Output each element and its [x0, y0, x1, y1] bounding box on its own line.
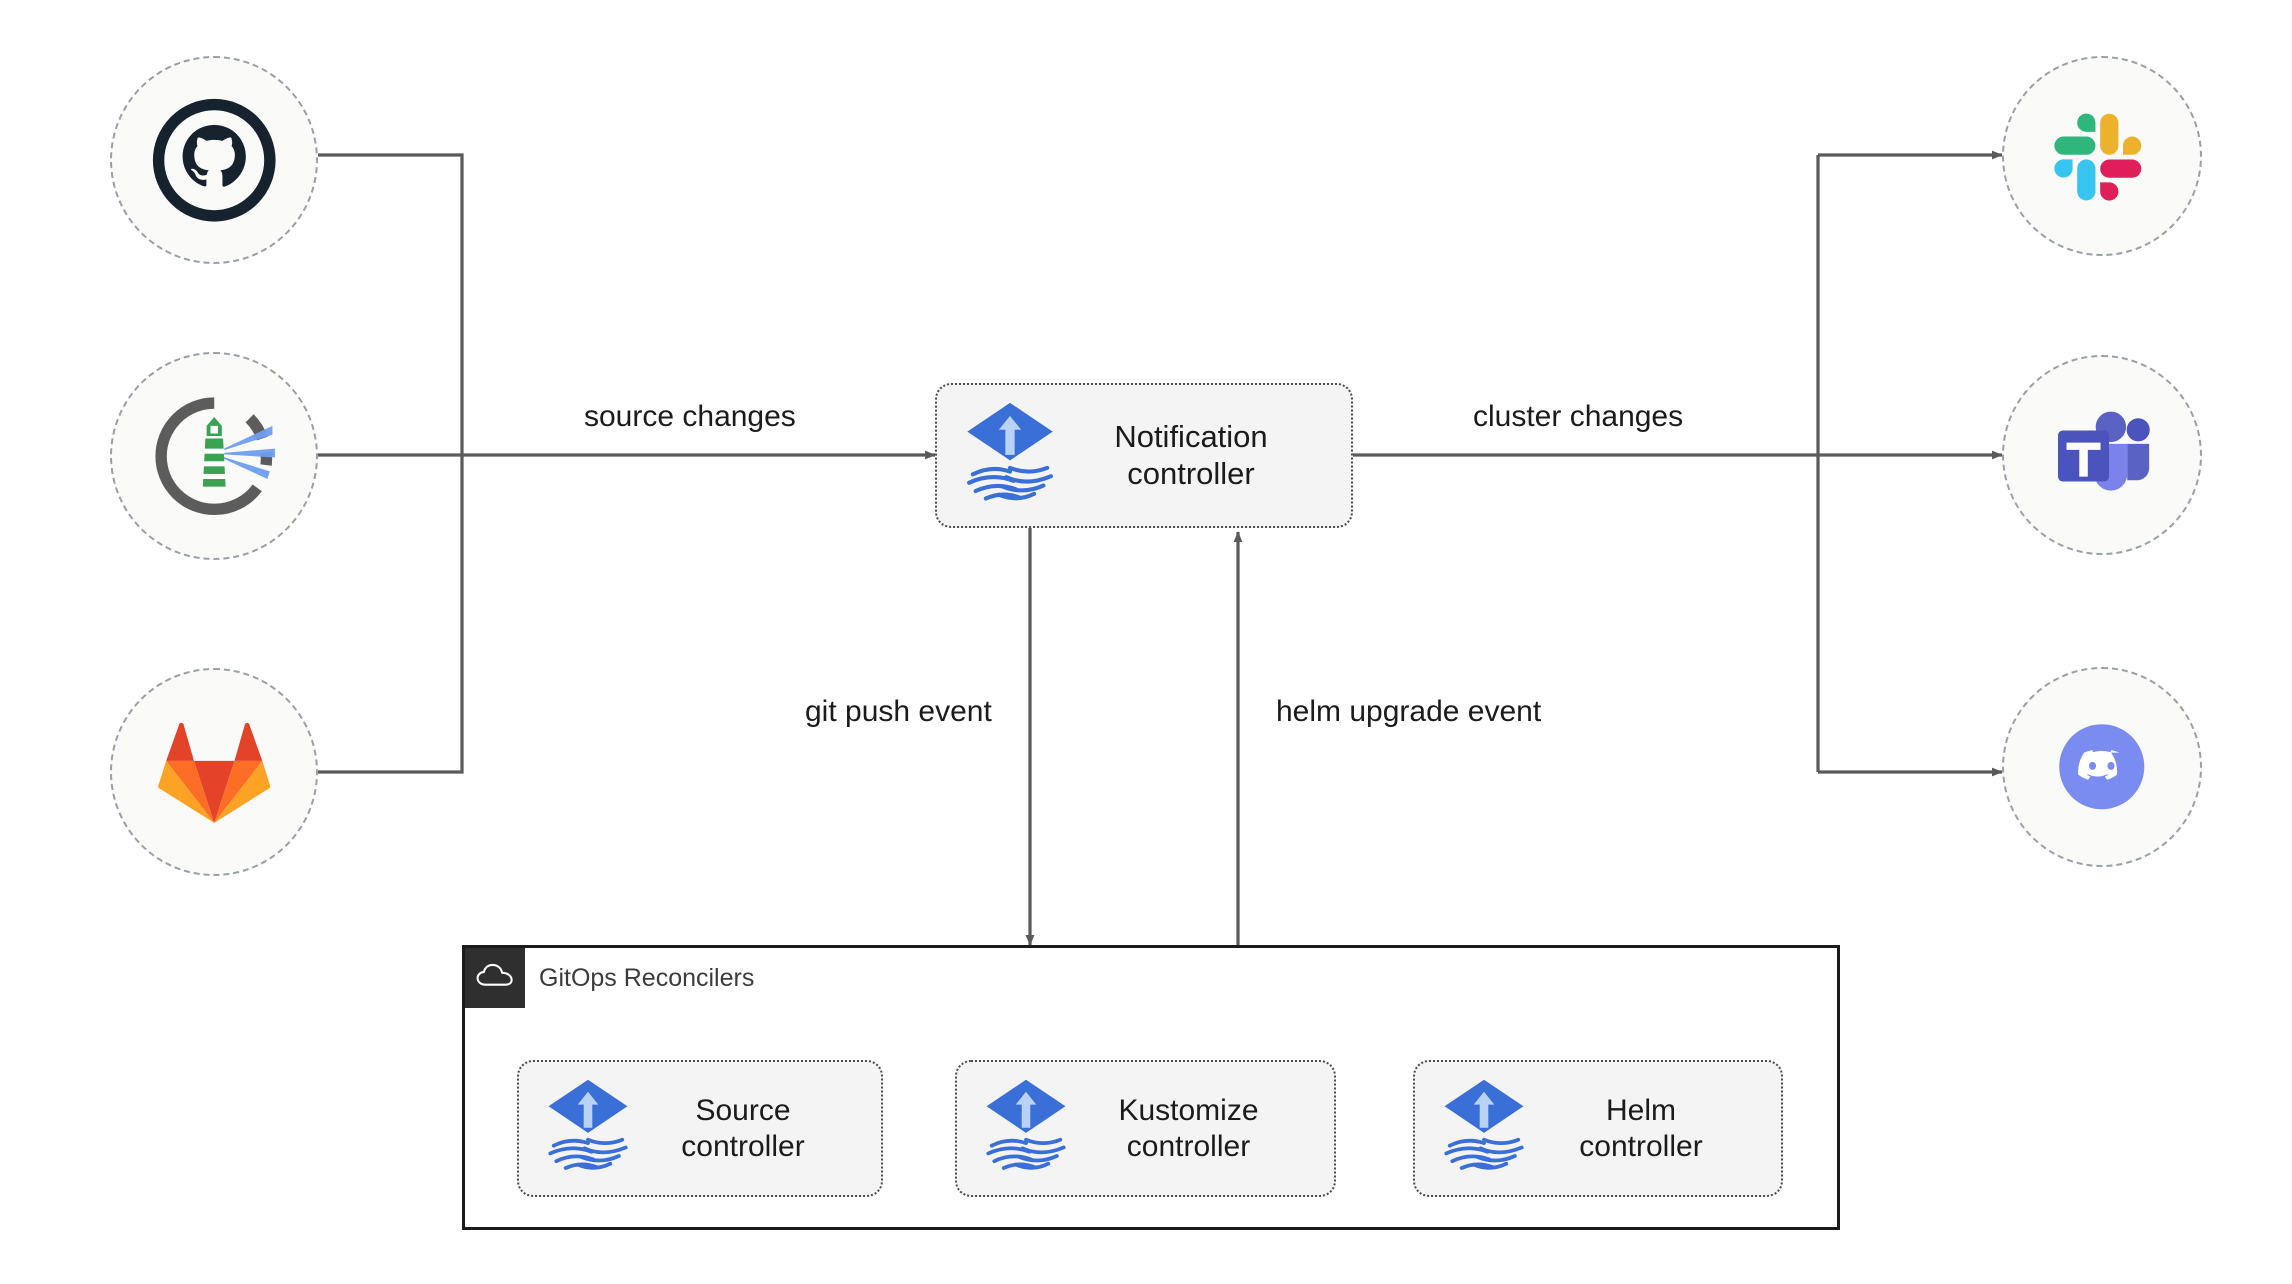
flux-logo-icon [983, 1078, 1069, 1179]
wire-github-to-bus [318, 153, 464, 455]
flux-logo-icon [545, 1078, 631, 1179]
source-node-gitlab[interactable] [110, 668, 318, 876]
destination-node-slack[interactable] [2002, 56, 2202, 256]
notification-controller-node[interactable]: Notification controller [935, 383, 1353, 528]
slack-icon [2041, 95, 2163, 217]
edge-label-source-changes: source changes [584, 400, 796, 433]
kustomize-controller-node[interactable]: Kustomize controller [955, 1060, 1336, 1197]
source-node-flux[interactable] [110, 352, 318, 560]
kustomize-controller-label: Kustomize controller [1118, 1094, 1259, 1163]
edge-label-helm-upgrade-event: helm upgrade event [1276, 695, 1542, 728]
container-title: GitOps Reconcilers [539, 964, 755, 992]
helm-controller-label: Helm controller [1579, 1094, 1703, 1163]
edge-label-git-push-event: git push event [805, 695, 992, 728]
github-icon [151, 97, 277, 223]
gitops-reconcilers-container: GitOps Reconcilers [462, 945, 1840, 1230]
gitlab-icon [151, 709, 277, 835]
destination-node-teams[interactable] [2002, 355, 2202, 555]
destination-node-discord[interactable] [2002, 667, 2202, 867]
helm-controller-node[interactable]: Helm controller [1413, 1060, 1783, 1197]
discord-icon [2041, 706, 2163, 828]
flux-lighthouse-icon [151, 393, 277, 519]
flux-logo-icon [1441, 1078, 1527, 1179]
microsoft-teams-icon [2041, 394, 2163, 516]
container-header-tab [465, 948, 525, 1008]
source-node-github[interactable] [110, 56, 318, 264]
source-controller-label: Source controller [681, 1094, 805, 1163]
notification-controller-label: Notification controller [1114, 418, 1268, 491]
flux-logo-icon [963, 401, 1057, 510]
cloud-icon [476, 962, 514, 995]
wire-gitlab-to-bus [318, 455, 464, 774]
source-controller-node[interactable]: Source controller [517, 1060, 883, 1197]
edge-label-cluster-changes: cluster changes [1473, 400, 1684, 433]
